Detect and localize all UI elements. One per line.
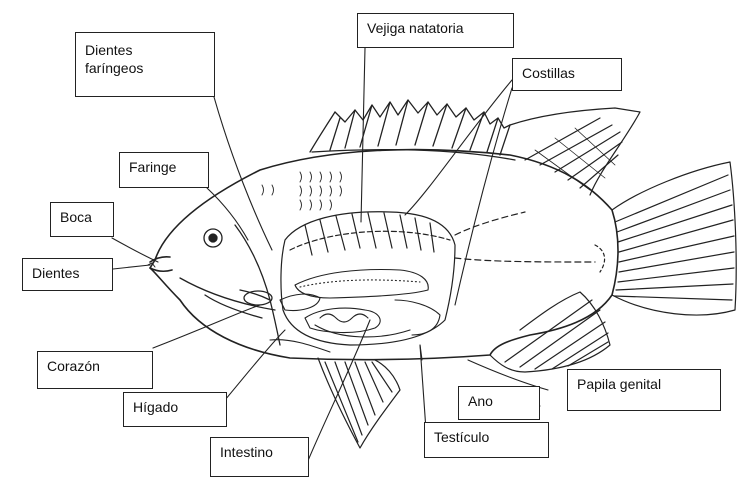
label-intestino: Intestino [210, 437, 309, 477]
anal-fin [490, 292, 610, 372]
soft-dorsal-fin [510, 108, 640, 195]
label-dientes-faringeos: Dientes faríngeos [75, 32, 215, 97]
dorsal-fin [310, 100, 515, 160]
scale-marks [262, 172, 342, 210]
label-faringe: Faringe [119, 152, 209, 188]
fish-body [148, 150, 618, 360]
body-cavity [281, 212, 595, 345]
head [180, 225, 280, 345]
label-testiculo: Testículo [424, 422, 549, 458]
label-ano: Ano [458, 386, 540, 420]
caudal-fin [595, 162, 736, 315]
label-higado: Hígado [123, 392, 227, 427]
label-boca: Boca [50, 202, 114, 237]
label-papila-genital: Papila genital [567, 369, 721, 411]
label-costillas: Costillas [512, 58, 622, 91]
label-dientes: Dientes [22, 258, 113, 291]
label-corazon: Corazón [37, 351, 153, 389]
label-vejiga-natatoria: Vejiga natatoria [357, 13, 514, 48]
internal-organs [280, 270, 440, 360]
pelvic-fin [318, 358, 400, 448]
